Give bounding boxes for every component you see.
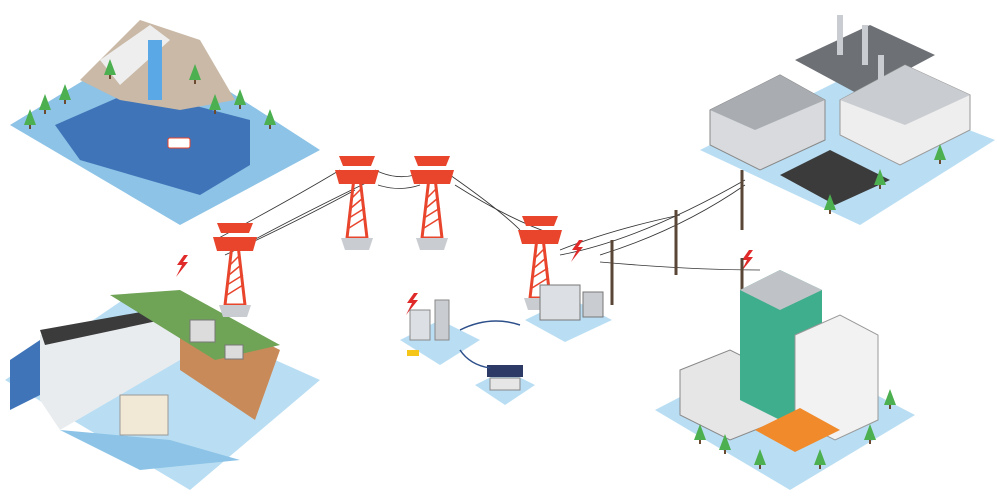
hydro-reservoir bbox=[10, 20, 320, 225]
industrial-factory bbox=[700, 15, 995, 225]
control-room bbox=[475, 365, 535, 405]
substation bbox=[400, 299, 480, 365]
connector-cables bbox=[459, 320, 521, 369]
distribution-poles bbox=[610, 170, 744, 305]
lightning-bolt-icon bbox=[571, 240, 583, 262]
waterfall bbox=[148, 40, 162, 100]
urban-buildings bbox=[655, 270, 915, 490]
lightning-bolt-icon bbox=[176, 255, 188, 277]
boat bbox=[167, 137, 191, 149]
hydro-dam bbox=[5, 290, 320, 490]
transmission-towers bbox=[211, 154, 564, 319]
transmission-lines bbox=[214, 169, 761, 271]
step-down-transformer bbox=[525, 284, 612, 342]
tower-3 bbox=[408, 154, 456, 252]
tower-1 bbox=[211, 221, 259, 319]
tower-2 bbox=[333, 154, 381, 252]
